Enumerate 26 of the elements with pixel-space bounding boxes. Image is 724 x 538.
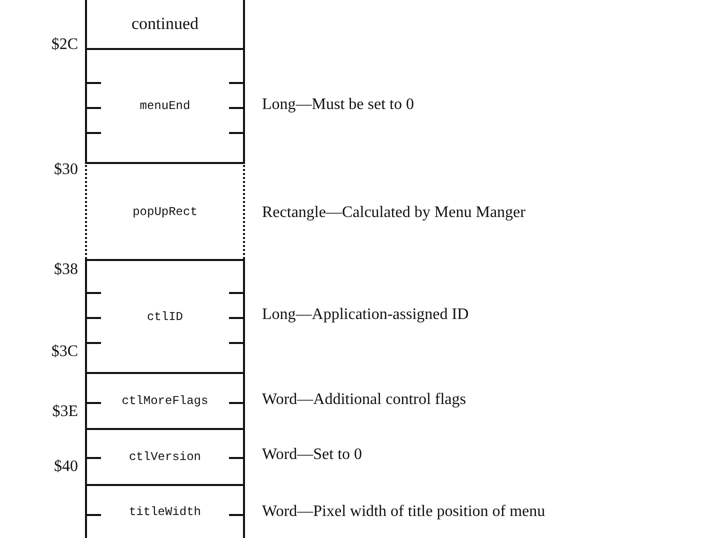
field-name: titleWidth: [128, 505, 201, 519]
offset-label: $40: [54, 458, 78, 476]
field-name: ctlVersion: [128, 450, 201, 464]
field-name: popUpRect: [132, 204, 198, 218]
memory-field-box: [85, 162, 245, 259]
memory-field-box: [85, 372, 245, 428]
field-description: Word—Pixel width of title position of menu: [262, 503, 546, 521]
offset-label: $30: [54, 161, 78, 179]
field-name: menuEnd: [140, 99, 190, 113]
memory-field-box: [85, 484, 245, 538]
memory-field-box: [85, 428, 245, 484]
field-description: Long—Must be set to 0: [262, 96, 414, 114]
field-description: Rectangle—Calculated by Menu Manger: [262, 204, 526, 222]
continued-header-box: [85, 0, 245, 48]
field-description: Word—Additional control flags: [262, 391, 466, 409]
offset-label: $3C: [51, 343, 78, 361]
memory-field-box: [85, 48, 245, 162]
field-description: Long—Application-assigned ID: [262, 306, 469, 324]
offset-label: $2C: [51, 36, 78, 54]
memory-field-box: [85, 259, 245, 372]
heading-text: continued: [131, 14, 199, 34]
offset-label: $3E: [52, 403, 78, 421]
offset-label: $38: [54, 261, 78, 279]
field-description: Word—Set to 0: [262, 446, 362, 464]
field-name: ctlMoreFlags: [122, 394, 208, 408]
field-name: ctlID: [146, 310, 183, 324]
